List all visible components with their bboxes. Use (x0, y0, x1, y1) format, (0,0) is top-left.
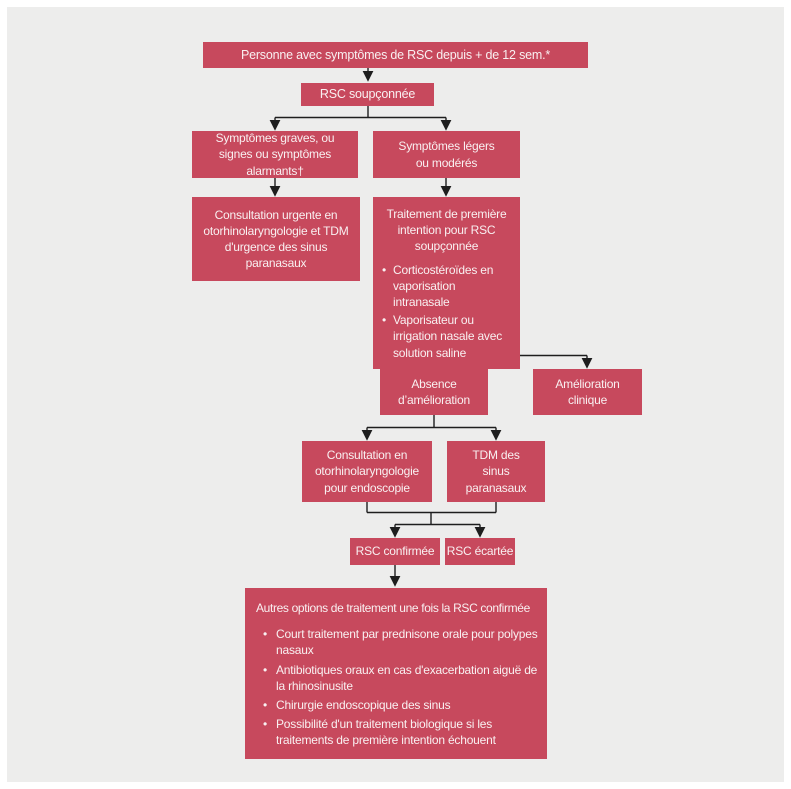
list-item: Chirurgie endoscopique des sinus (256, 697, 539, 713)
first-line-treatment-list: Corticostéroïdes en vaporisation intrana… (380, 262, 513, 361)
other-options-list: Court traitement par prednisone orale po… (256, 626, 539, 748)
node-clinical-improvement: Amélioration clinique (533, 369, 642, 415)
node-other-options: Autres options de traitement une fois la… (245, 588, 547, 759)
node-rsc-suspected: RSC soupçonnée (301, 83, 434, 106)
node-endoscopy-consult: Consultation en otorhinolaryngologie pou… (302, 441, 432, 502)
node-mild-symptoms: Symptômes légers ou modérés (373, 131, 520, 178)
first-line-treatment-title: Traitement de première intention pour RS… (386, 207, 507, 254)
list-item: Possibilité d'un traitement biologique s… (256, 716, 539, 748)
list-item: Corticostéroïdes en vaporisation intrana… (380, 262, 513, 311)
node-severe-symptoms: Symptômes graves, ou signes ou symptômes… (192, 131, 358, 178)
node-first-line-treatment: Traitement de première intention pour RS… (373, 197, 520, 369)
node-rsc-ruled-out: RSC écartée (445, 538, 515, 565)
list-item: Vaporisateur ou irrigation nasale avec s… (380, 312, 513, 361)
node-rsc-confirmed: RSC confirmée (350, 538, 440, 565)
node-ct-sinus: TDM des sinus paranasaux (447, 441, 545, 502)
node-person-symptoms: Personne avec symptômes de RSC depuis + … (203, 42, 588, 68)
node-no-improvement: Absence d’amélioration (380, 369, 488, 415)
node-urgent-consult: Consultation urgente en otorhinolaryngol… (192, 197, 360, 281)
other-options-title: Autres options de traitement une fois la… (256, 601, 530, 615)
list-item: Court traitement par prednisone orale po… (256, 626, 539, 658)
list-item: Antibiotiques oraux en cas d'exacerbatio… (256, 662, 539, 694)
